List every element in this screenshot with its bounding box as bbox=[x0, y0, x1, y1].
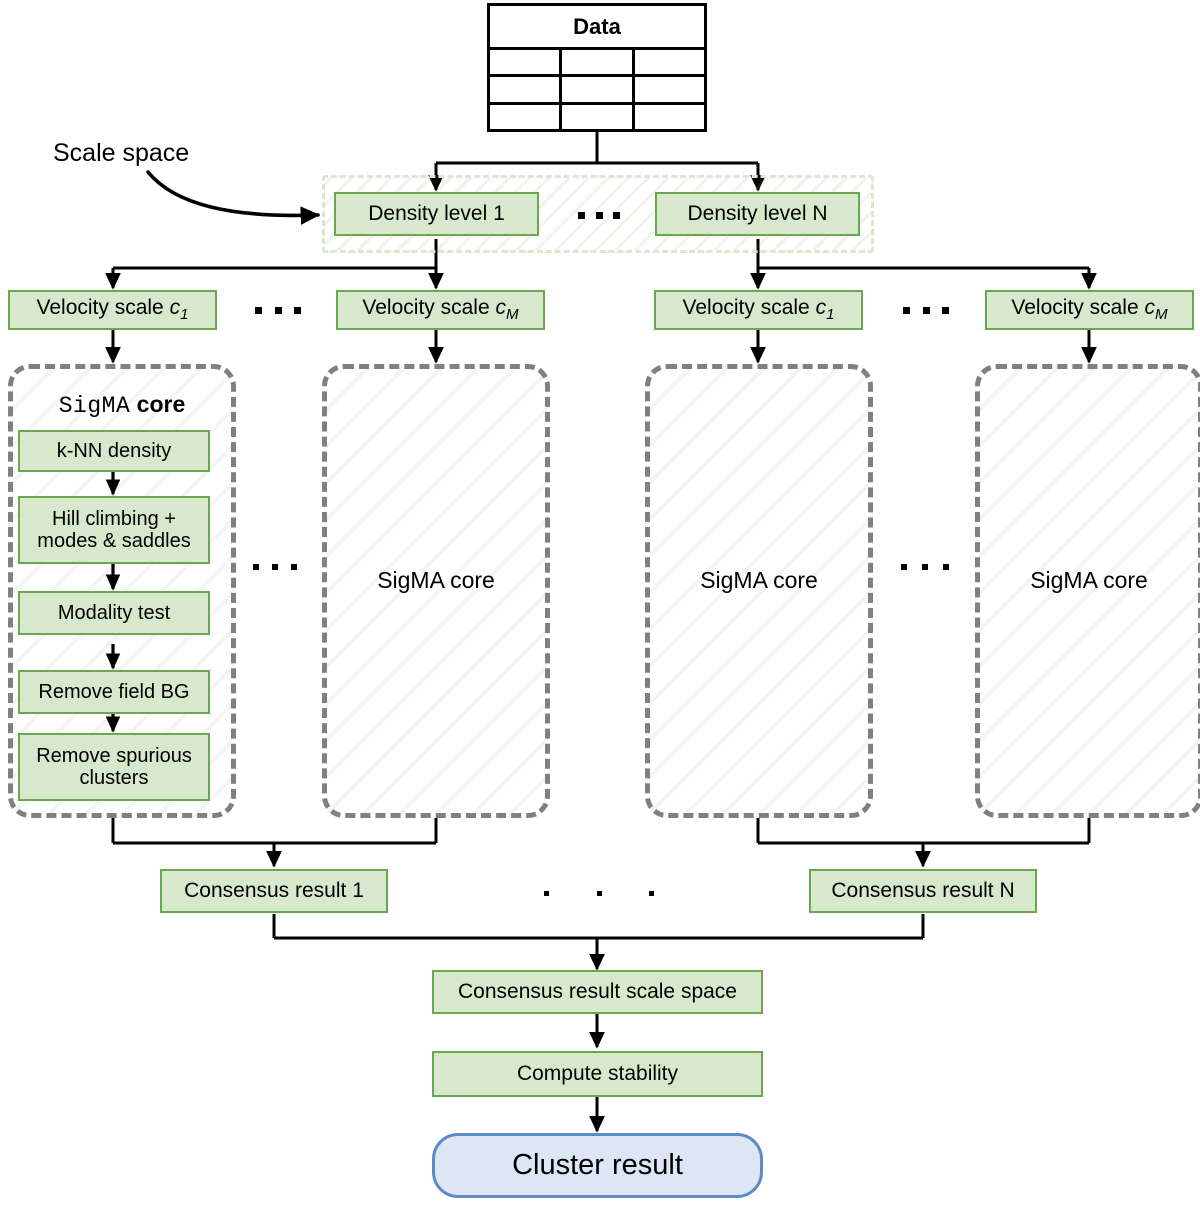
sigma-core-title-mono: SigMA bbox=[700, 567, 767, 593]
sigma-core-ellipsis-right bbox=[901, 563, 949, 570]
data-table-cell bbox=[490, 77, 563, 102]
data-table-node: Data bbox=[487, 3, 707, 132]
scale-space-label: Scale space bbox=[53, 139, 190, 167]
cluster-result-label: Cluster result bbox=[512, 1149, 683, 1181]
density-level-n-box[interactable]: Density level N bbox=[655, 192, 860, 236]
sigma-core-collapsed-3-title: SigMA core bbox=[650, 567, 868, 594]
consensus-result-ellipsis bbox=[544, 890, 654, 896]
consensus-result-n-box[interactable]: Consensus result N bbox=[809, 869, 1037, 913]
velocity-scale-ellipsis-right bbox=[903, 306, 949, 314]
compute-stability-label: Compute stability bbox=[516, 1062, 679, 1086]
density-level-ellipsis bbox=[578, 211, 620, 219]
cluster-result-box[interactable]: Cluster result bbox=[432, 1133, 763, 1198]
data-table-cell bbox=[490, 104, 563, 129]
data-table-cell bbox=[635, 77, 704, 101]
scale-space-pointer-arrow bbox=[146, 170, 321, 225]
velocity-scale-ellipsis-left bbox=[255, 306, 301, 314]
velocity-scale-c1-left-label: Velocity scale c1 bbox=[36, 295, 189, 324]
core-step-hill-climbing[interactable]: Hill climbing + modes & saddles bbox=[18, 496, 210, 564]
data-table-cell bbox=[635, 105, 704, 129]
core-step-hill-climbing-label: Hill climbing + modes & saddles bbox=[37, 507, 191, 552]
data-table-title: Data bbox=[490, 6, 704, 50]
data-table-cell bbox=[562, 104, 635, 129]
velocity-scale-cm-right-label: Velocity scale cM bbox=[1011, 295, 1168, 324]
consensus-result-1-box[interactable]: Consensus result 1 bbox=[160, 869, 388, 913]
sigma-core-expanded-title: SigMA core bbox=[13, 391, 231, 419]
sigma-core-collapsed-4-title: SigMA core bbox=[980, 567, 1198, 594]
core-step-remove-field-bg[interactable]: Remove field BG bbox=[18, 670, 210, 714]
sigma-core-title-bold: core bbox=[1103, 567, 1148, 593]
velocity-scale-c1-right-label: Velocity scale c1 bbox=[682, 295, 835, 324]
data-table-cell bbox=[635, 50, 704, 74]
data-table-cell bbox=[490, 50, 563, 75]
compute-stability-box[interactable]: Compute stability bbox=[432, 1051, 763, 1097]
data-table-cell bbox=[562, 77, 635, 102]
velocity-scale-c1-right-box[interactable]: Velocity scale c1 bbox=[654, 290, 863, 330]
density-level-1-label: Density level 1 bbox=[368, 202, 505, 226]
density-level-n-label: Density level N bbox=[687, 202, 828, 226]
core-step-knn-density[interactable]: k-NN density bbox=[18, 430, 210, 472]
consensus-result-n-label: Consensus result N bbox=[831, 879, 1015, 903]
data-table-row bbox=[490, 77, 704, 105]
sigma-core-title-bold: core bbox=[136, 391, 186, 417]
sigma-core-collapsed-2[interactable]: SigMA core bbox=[322, 364, 550, 818]
data-table-row bbox=[490, 50, 704, 78]
consensus-result-1-label: Consensus result 1 bbox=[184, 879, 364, 903]
core-step-remove-spurious-label: Remove spurious clusters bbox=[36, 744, 192, 789]
velocity-scale-cm-right-box[interactable]: Velocity scale cM bbox=[985, 290, 1194, 330]
core-step-knn-density-label: k-NN density bbox=[56, 439, 172, 462]
sigma-core-collapsed-3[interactable]: SigMA core bbox=[645, 364, 873, 818]
sigma-core-title-bold: core bbox=[450, 567, 495, 593]
core-step-remove-spurious[interactable]: Remove spurious clusters bbox=[18, 733, 210, 801]
core-step-remove-field-bg-label: Remove field BG bbox=[38, 680, 190, 703]
sigma-core-title-mono: SigMA bbox=[377, 567, 444, 593]
consensus-result-scale-space-label: Consensus result scale space bbox=[458, 980, 737, 1004]
density-level-1-box[interactable]: Density level 1 bbox=[334, 192, 539, 236]
core-step-modality-test-label: Modality test bbox=[57, 601, 171, 624]
consensus-result-scale-space-box[interactable]: Consensus result scale space bbox=[432, 970, 763, 1014]
data-table-cell bbox=[562, 50, 635, 75]
core-step-modality-test[interactable]: Modality test bbox=[18, 591, 210, 635]
sigma-core-title-mono: SigMA bbox=[58, 393, 131, 419]
sigma-core-title-mono: SigMA bbox=[1030, 567, 1097, 593]
data-table-row bbox=[490, 104, 704, 129]
sigma-core-collapsed-2-title: SigMA core bbox=[327, 567, 545, 594]
sigma-core-title-bold: core bbox=[773, 567, 818, 593]
sigma-core-collapsed-4[interactable]: SigMA core bbox=[975, 364, 1200, 818]
velocity-scale-c1-left-box[interactable]: Velocity scale c1 bbox=[8, 290, 217, 330]
velocity-scale-cm-left-label: Velocity scale cM bbox=[362, 295, 519, 324]
velocity-scale-cm-left-box[interactable]: Velocity scale cM bbox=[336, 290, 545, 330]
sigma-core-ellipsis-left bbox=[253, 563, 297, 570]
